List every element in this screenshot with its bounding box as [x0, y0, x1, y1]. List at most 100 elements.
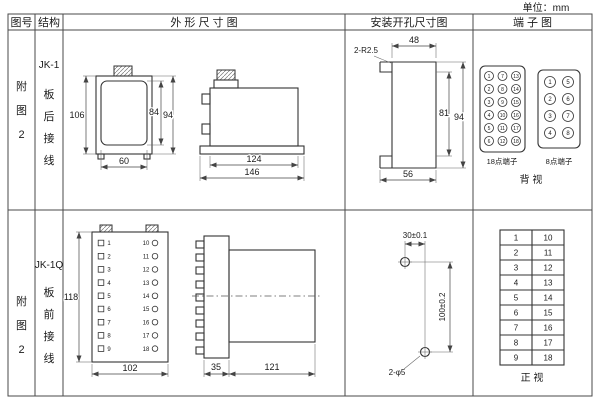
dim-124: 124 — [209, 153, 299, 168]
row2-fig-char-1: 附 — [16, 294, 27, 308]
svg-text:12: 12 — [544, 263, 553, 272]
dim-118: 118 — [63, 231, 92, 363]
dim-94b: 94 — [436, 61, 466, 169]
header-mounting: 安装开孔尺寸图 — [371, 15, 448, 29]
row1-wiring-3: 接 — [44, 132, 55, 145]
dim-radius-label: 2-R2.5 — [354, 46, 379, 55]
row1-wiring-1: 板 — [44, 87, 55, 101]
dim-35: 35 — [203, 360, 230, 377]
svg-text:6: 6 — [488, 139, 491, 145]
dim-holes-label: 2-φ5 — [389, 368, 406, 377]
svg-text:8: 8 — [514, 338, 519, 347]
side-mounting-tab — [216, 69, 236, 81]
side-plate — [203, 235, 230, 359]
svg-text:10: 10 — [500, 113, 506, 119]
svg-text:14: 14 — [143, 294, 150, 300]
row1-labels: 附 图 2 JK-1 板 后 接 线 — [16, 60, 60, 167]
dim-84: 84 — [147, 80, 164, 146]
row1-model: JK-1 — [39, 60, 60, 71]
svg-text:7: 7 — [566, 114, 570, 120]
dim-100-label: 100±0.2 — [438, 292, 447, 321]
row2-view-label: 正 视 — [521, 371, 544, 384]
svg-text:5: 5 — [566, 80, 570, 86]
front-tab-right — [145, 224, 159, 233]
dim-60: 60 — [100, 150, 148, 170]
svg-text:15: 15 — [544, 308, 553, 317]
svg-text:9: 9 — [107, 347, 111, 353]
row1-view-label: 背 视 — [520, 173, 543, 186]
svg-text:2: 2 — [514, 248, 519, 257]
dim-30: 30±0.1 — [402, 230, 429, 345]
svg-text:14: 14 — [513, 87, 519, 93]
dim-94b-label: 94 — [454, 112, 464, 122]
svg-text:2: 2 — [488, 87, 491, 93]
header-fig-no: 图号 — [11, 16, 33, 29]
dim-35-label: 35 — [211, 362, 221, 372]
svg-text:11: 11 — [544, 248, 553, 257]
dim-146: 146 — [199, 156, 305, 181]
svg-text:14: 14 — [544, 293, 553, 302]
header-structure: 结构 — [38, 15, 60, 29]
svg-text:1: 1 — [548, 80, 552, 86]
row2-wiring-4: 线 — [44, 351, 55, 365]
dim-48-label: 48 — [409, 35, 419, 45]
dim-56-label: 56 — [403, 169, 413, 179]
svg-text:1: 1 — [107, 241, 111, 247]
svg-text:16: 16 — [544, 323, 553, 332]
svg-text:3: 3 — [548, 114, 552, 120]
svg-text:7: 7 — [514, 323, 519, 332]
svg-text:7: 7 — [107, 320, 111, 326]
dim-100: 100±0.2 — [410, 261, 453, 353]
dim-118-label: 118 — [64, 292, 78, 302]
svg-text:11: 11 — [500, 126, 505, 132]
svg-text:4: 4 — [107, 281, 111, 287]
svg-text:17: 17 — [544, 338, 553, 347]
side-flange — [199, 145, 305, 155]
dim-81-label: 81 — [439, 108, 449, 118]
svg-text:2: 2 — [107, 254, 111, 260]
svg-text:17: 17 — [513, 126, 519, 132]
side-terminal-bottom — [201, 123, 211, 135]
svg-text:15: 15 — [513, 100, 519, 106]
row2-wiring-3: 接 — [44, 330, 55, 343]
front-mounting-tab — [113, 65, 133, 77]
dim-84-label: 84 — [149, 107, 159, 117]
svg-text:6: 6 — [107, 307, 111, 313]
row1-fig-char-1: 附 — [16, 79, 27, 93]
svg-text:13: 13 — [513, 74, 519, 80]
row2-wiring-2: 前 — [44, 307, 55, 321]
header-terminal: 端 子 图 — [513, 16, 552, 29]
terminal-block-18 — [479, 65, 526, 153]
svg-text:10: 10 — [143, 241, 150, 247]
side-tab-base — [213, 79, 239, 89]
svg-text:10: 10 — [544, 233, 553, 242]
svg-text:9: 9 — [501, 100, 504, 106]
svg-text:5: 5 — [514, 293, 519, 302]
svg-text:4: 4 — [514, 278, 519, 287]
svg-text:1: 1 — [514, 233, 519, 242]
svg-text:12: 12 — [143, 268, 150, 274]
svg-text:2: 2 — [548, 97, 552, 103]
label-18-point: 18点端子 — [487, 156, 518, 166]
dim-121-label: 121 — [264, 362, 279, 372]
svg-text:18: 18 — [513, 139, 519, 145]
svg-text:11: 11 — [143, 254, 150, 260]
row2-labels: 附 图 2 JK-1Q 板 前 接 线 — [16, 260, 63, 365]
svg-text:12: 12 — [500, 139, 506, 145]
label-8-point: 8点端子 — [546, 156, 573, 166]
row1-wiring-4: 线 — [44, 153, 55, 167]
svg-text:4: 4 — [548, 131, 552, 137]
svg-text:15: 15 — [143, 307, 150, 313]
panel-cutout-profile — [379, 61, 437, 169]
dim-121: 121 — [229, 344, 316, 377]
row1-fig-char-2: 图 — [16, 104, 27, 117]
dim-124-label: 124 — [246, 154, 261, 164]
front-window — [100, 80, 148, 146]
